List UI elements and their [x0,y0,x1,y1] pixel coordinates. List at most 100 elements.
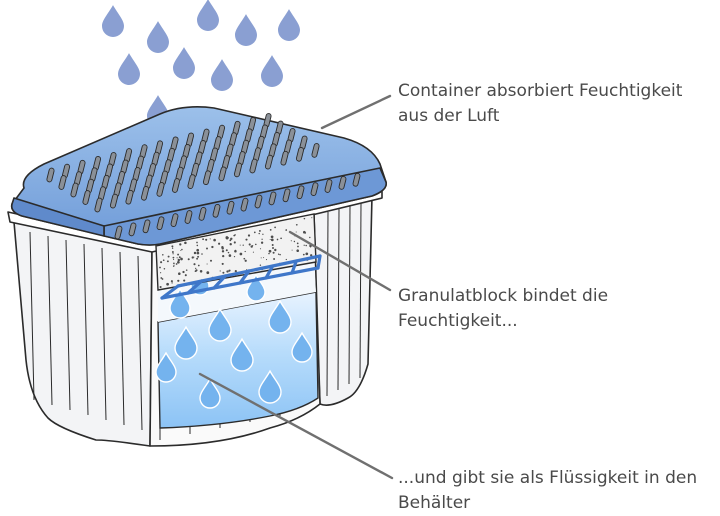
granulate-grain [258,229,261,232]
granulate-grain [206,263,208,265]
grid-rung [238,269,251,285]
granulate-grain [272,247,274,249]
granulate-grain [173,264,175,266]
leader-line-container [320,94,392,130]
callout-liquid-release: ...und gibt sie als Flüssigkeit in den B… [398,466,697,516]
water-drop-icon [197,0,219,31]
granulate-grain [193,263,196,266]
callout-granulate-binds-line-2: Feuchtigkeit... [398,311,518,331]
lid-vent-slot [156,182,165,197]
granulate-grain [259,248,262,250]
water-drop-icon [173,47,195,79]
granulate-grain [162,254,164,256]
granulate-grain [196,241,198,244]
granulate-grain [197,255,200,258]
lid-vent-slot [233,162,243,178]
lid-left-lip [10,197,105,237]
granulate-grain [180,257,183,261]
granulate-grain [171,251,174,253]
granulate-grain [268,252,270,255]
callout-liquid-release-line-2: Behälter [398,493,471,513]
granulate-grain [229,269,231,271]
water-drop-icon [147,21,169,53]
lid-vent-slot [280,150,289,166]
granulate-grain [279,253,281,256]
lid-vent-slot [142,219,151,234]
granulate-grain [297,245,299,248]
callout-container-absorbs-line-2: aus der Luft [398,106,500,126]
granulate-grain [296,242,299,245]
water-drop-icon [102,5,124,37]
granulate-grain [260,257,262,259]
container-rib [326,211,329,397]
lid-vent-slot [198,207,207,221]
granulate-grain [252,245,254,247]
granulate-grain [273,258,276,260]
granulate-grain [187,258,190,261]
lid-vent-slot [338,176,347,190]
pool-drop-icon [268,299,292,334]
lid-vent-slot [311,143,320,158]
granulate-grain [206,271,210,275]
granulate-grain [167,255,170,258]
lid-vent-slot [254,194,263,209]
granulate-grain [177,258,181,262]
granulate-grain [195,267,197,270]
leader-line-liquid [198,372,394,480]
container-rib [47,235,53,406]
granulate-grain [159,285,162,289]
granulate-grain [285,229,288,231]
granulate-grain [302,253,305,256]
granulate-grain [181,248,183,251]
granulate-grain [195,269,198,272]
granulate-grain [221,247,224,250]
cutaway-window [155,213,322,429]
granulate-grain [211,245,214,249]
callout-container-absorbs-line-1: Container absorbiert Feuchtigkeit [398,81,683,101]
granulate-grain [160,277,163,279]
granulate-grain [260,241,264,244]
granulate-grain [309,236,311,239]
grid-rung [160,284,180,300]
granulate-grain [295,223,298,226]
lid-vent-slot [70,182,79,198]
pool-drop-icon [174,325,198,360]
granulate-grain [163,267,166,270]
granulate-grain [196,251,200,255]
container-left-face [13,221,153,447]
granulate-grain [205,238,208,241]
granulate-grain [303,217,306,220]
granulate-grain [172,253,174,255]
granulate-grain [161,278,164,280]
grid-rung [316,254,322,270]
granulate-grain [262,233,264,235]
granulate-grain [270,235,274,239]
granulate-grain [252,251,254,253]
granulate-grain [172,256,175,259]
granulate-grain [196,248,200,252]
granulate-grain [180,250,182,251]
granulate-grain [166,282,169,286]
granulate-grain [239,252,243,256]
granulate-grain [177,279,180,282]
granulate-grain [166,260,169,263]
granulate-grain [182,270,185,274]
lid-vent-slot [128,222,137,237]
granulate-grain [229,239,232,242]
granulate-grain [219,270,221,272]
container-rib [359,202,362,379]
callout-granulate-binds: Granulatblock bindet die Feuchtigkeit... [398,284,608,334]
granulate-grain [185,269,188,271]
granulate-grain [272,251,275,254]
granulate-grain [280,237,282,240]
granulate-grain [162,259,165,262]
container-ribs [29,202,362,440]
granulate-grain [193,256,195,258]
granulate-grain [196,257,199,260]
granulate-grain [221,262,224,265]
granulate-grain [274,226,276,229]
granulate-grain [248,243,251,246]
lid-vent-slot [184,210,193,224]
granulate-grain [243,257,246,260]
